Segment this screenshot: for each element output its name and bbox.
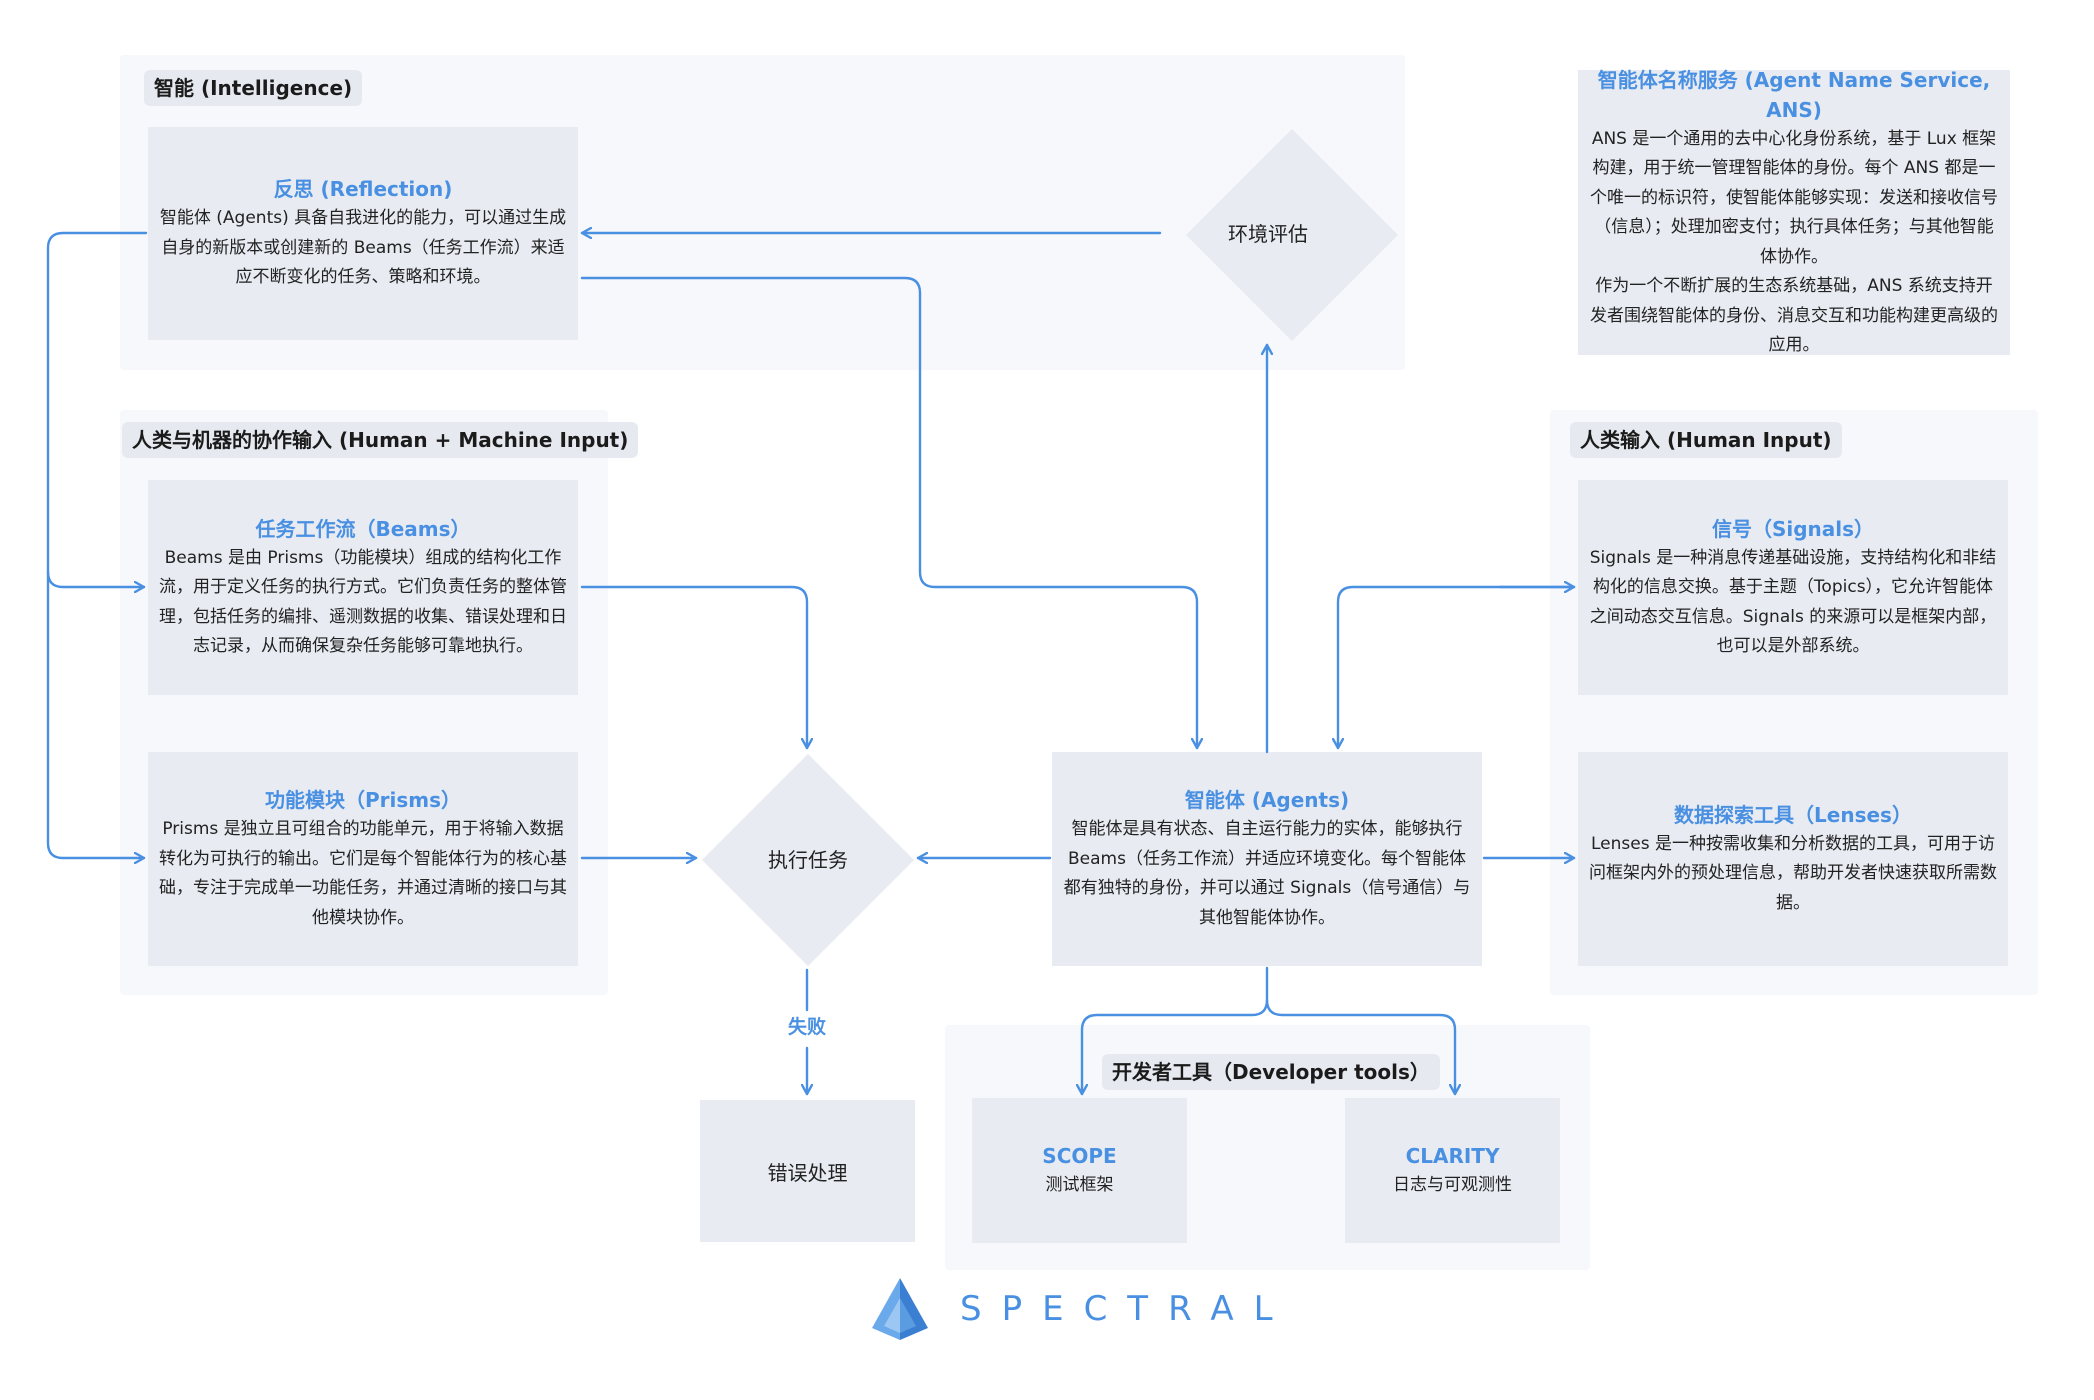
lenses-body: Lenses 是一种按需收集和分析数据的工具，可用于访问框架内外的预处理信息，帮… [1589,833,1997,913]
scope-title: SCOPE [1042,1143,1117,1168]
signals-card: 信号（Signals） Signals 是一种消息传递基础设施，支持结构化和非结… [1578,480,2008,695]
prisms-body: Prisms 是独立且可组合的功能单元，用于将输入数据转化为可执行的输出。它们是… [159,819,567,928]
clarity-title: CLARITY [1405,1143,1500,1168]
human-input-group-label: 人类输入 (Human Input) [1570,422,1842,458]
beams-title: 任务工作流（Beams） [255,516,471,541]
agents-card: 智能体 (Agents) 智能体是具有状态、自主运行能力的实体，能够执行 Bea… [1052,752,1482,966]
arrow-agents-to-clarity [1265,998,1455,1096]
clarity-body: 日志与可观测性 [1393,1174,1512,1195]
ans-body-2: 作为一个不断扩展的生态系统基础，ANS 系统支持开发者围绕智能体的身份、消息交互… [1590,276,1998,355]
spectral-brand: SPECTRAL [870,1276,1293,1342]
intelligence-group-label: 智能 (Intelligence) [144,70,363,106]
spectral-wordmark: SPECTRAL [960,1289,1293,1329]
arrow-reflection-left-loop [46,231,148,858]
error-handling-card: 错误处理 [700,1100,915,1242]
env-eval-label: 环境评估 [1228,222,1308,246]
reflection-card: 反思 (Reflection) 智能体 (Agents) 具备自我进化的能力，可… [148,127,578,340]
reflection-title: 反思 (Reflection) [273,177,453,202]
collab-group-label: 人类与机器的协作输入 (Human + Machine Input) [122,422,639,458]
spectral-logo-icon [872,1278,928,1340]
scope-card: SCOPE 测试框架 [972,1098,1187,1243]
agents-body: 智能体是具有状态、自主运行能力的实体，能够执行 Beams（任务工作流）并适应环… [1063,819,1471,928]
signals-body: Signals 是一种消息传递基础设施，支持结构化和非结构化的信息交换。基于主题… [1589,547,1997,657]
devtools-group-label: 开发者工具（Developer tools） [1102,1054,1440,1090]
ans-card: 智能体名称服务 (Agent Name Service, ANS) ANS 是一… [1578,68,2010,355]
agents-title: 智能体 (Agents) [1184,788,1350,812]
lenses-title: 数据探索工具（Lenses） [1674,802,1912,827]
beams-card: 任务工作流（Beams） Beams 是由 Prisms（功能模块）组成的结构化… [148,480,578,695]
fail-label: 失败 [784,1014,831,1040]
ans-title: 智能体名称服务 (Agent Name Service, ANS) [1597,67,1991,122]
prisms-card: 功能模块（Prisms） Prisms 是独立且可组合的功能单元，用于将输入数据… [148,752,578,966]
arrow-beams-to-execute [580,585,807,750]
ans-body-1: ANS 是一个通用的去中心化身份系统，基于 Lux 框架构建，用于统一管理智能体… [1590,128,1998,267]
reflection-body: 智能体 (Agents) 具备自我进化的能力，可以通过生成自身的新版本或创建新的… [159,208,567,288]
execute-label: 执行任务 [768,848,848,872]
scope-body: 测试框架 [1045,1174,1114,1195]
arrow-loop-to-beams [46,570,146,587]
arrow-agents-to-devtools [1082,966,1269,1096]
beams-body: Beams 是由 Prisms（功能模块）组成的结构化工作流，用于定义任务的执行… [159,547,567,657]
lenses-card: 数据探索工具（Lenses） Lenses 是一种按需收集和分析数据的工具，可用… [1578,752,2008,966]
arrow-reflection-to-agents [580,276,1197,750]
arrow-signals-connector [1338,585,1576,750]
error-handling-label: 错误处理 [767,1160,848,1185]
signals-title: 信号（Signals） [1711,516,1875,541]
prisms-title: 功能模块（Prisms） [264,788,462,812]
clarity-card: CLARITY 日志与可观测性 [1345,1098,1560,1243]
